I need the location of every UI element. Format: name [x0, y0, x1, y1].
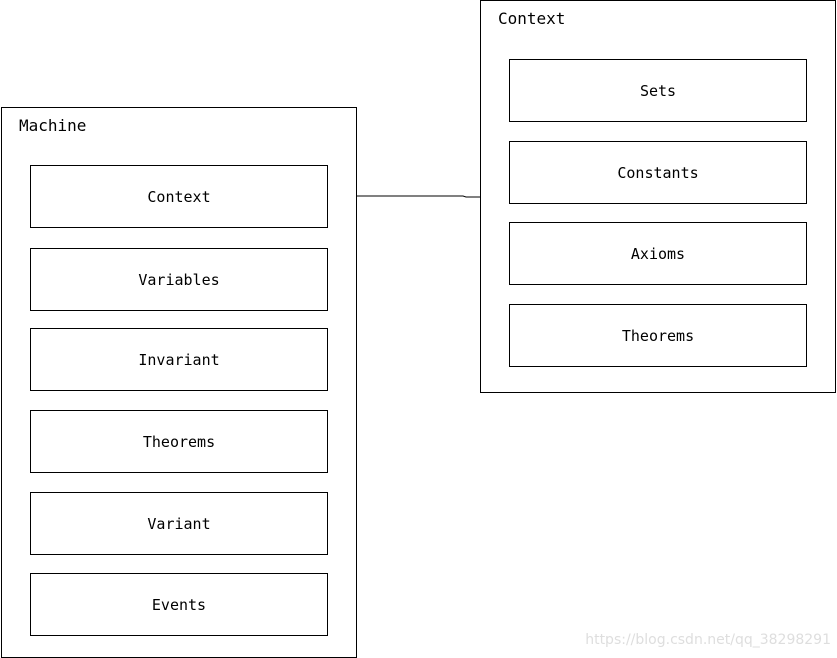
machine-item-invariant: Invariant [30, 328, 328, 391]
context-item-constants: Constants [509, 141, 807, 204]
machine-item-variant: Variant [30, 492, 328, 555]
machine-frame: Machine Context Variables Invariant Theo… [1, 107, 357, 658]
machine-item-context: Context [30, 165, 328, 228]
machine-item-variables: Variables [30, 248, 328, 311]
watermark: https://blog.csdn.net/qq_38298291 [585, 632, 831, 648]
machine-item-theorems: Theorems [30, 410, 328, 473]
context-item-axioms: Axioms [509, 222, 807, 285]
context-item-theorems: Theorems [509, 304, 807, 367]
context-title: Context [498, 9, 566, 28]
context-frame: Context Sets Constants Axioms Theorems [480, 0, 836, 393]
context-item-sets: Sets [509, 59, 807, 122]
machine-title: Machine [19, 116, 87, 135]
machine-item-events: Events [30, 573, 328, 636]
